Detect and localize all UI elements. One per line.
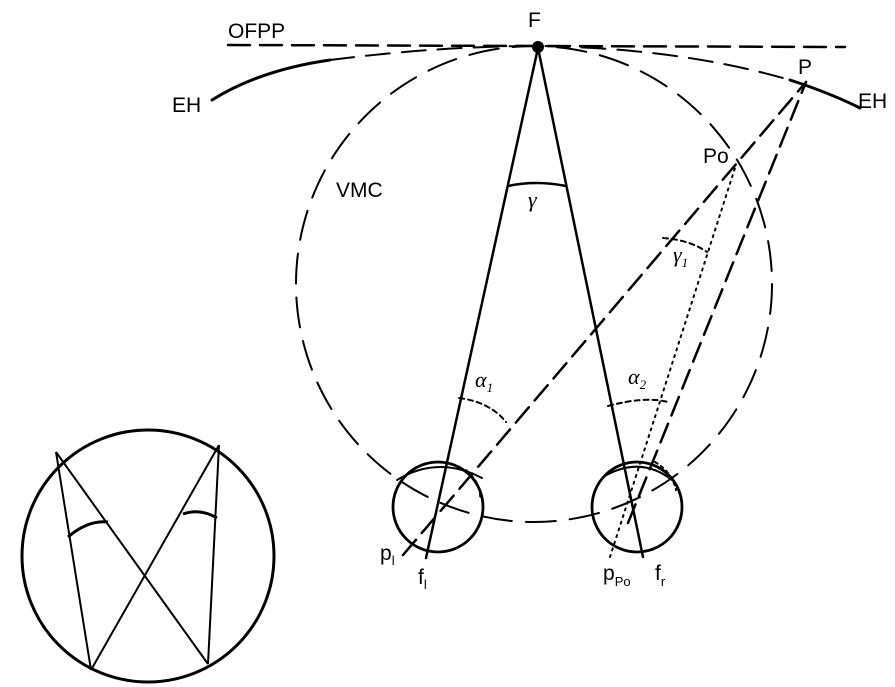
- fl-sub: l: [424, 577, 427, 592]
- right-eye-dots: [654, 461, 677, 491]
- right-eye: [590, 460, 684, 554]
- f-label: F: [528, 9, 541, 32]
- left-eye: [391, 460, 485, 554]
- gamma1-sub: 1: [682, 255, 689, 270]
- gamma1-label: γ1: [673, 242, 688, 270]
- left-eye-dots: [465, 469, 482, 501]
- inset-circle: [20, 428, 276, 684]
- gamma1-arc: [662, 237, 708, 253]
- alpha1-label: α1: [475, 367, 493, 395]
- inset-line-3: [90, 444, 220, 671]
- inset-diagram: [20, 428, 276, 684]
- inset-line-1: [55, 451, 209, 665]
- alpha2-arc: [607, 398, 669, 407]
- inset-angle-arc-left: [67, 520, 109, 539]
- right-eye-arc: [602, 465, 673, 481]
- right-line-to-po: [609, 167, 736, 558]
- ofpp-label: OFPP: [228, 20, 285, 43]
- inset-angle-arc-right: [182, 510, 218, 520]
- inset-line-4: [207, 444, 220, 665]
- fl-main: f: [418, 566, 424, 589]
- right-line-to-p: [626, 80, 808, 525]
- eh-label-right: EH: [858, 90, 887, 113]
- alpha2-label: α2: [628, 364, 647, 392]
- alpha1-arc: [458, 397, 507, 423]
- pl-sub: l: [392, 553, 395, 568]
- ppo-main: p: [603, 562, 615, 585]
- p-label: P: [798, 56, 812, 79]
- fr-label: fr: [655, 562, 666, 589]
- left-eye-arc: [396, 466, 483, 481]
- left-line-to-p: [401, 80, 808, 557]
- left-visual-axis: [424, 46, 540, 560]
- ppo-sub: Po: [615, 574, 631, 589]
- gamma1-main: γ: [673, 242, 683, 267]
- inset-line-2: [55, 451, 92, 671]
- gamma-arc: [506, 181, 568, 188]
- pl-main: p: [380, 542, 392, 565]
- alpha1-main: α: [475, 367, 487, 392]
- gamma-label: γ: [528, 187, 538, 212]
- fr-main: f: [655, 562, 661, 585]
- ppo-label: pPo: [603, 562, 631, 589]
- fixation-point-dot: [532, 41, 544, 53]
- right-visual-axis: [536, 46, 645, 559]
- alpha2-sub: 2: [640, 377, 647, 392]
- pl-label: pl: [380, 542, 395, 568]
- vmc-circle: [295, 45, 773, 523]
- fr-sub: r: [661, 574, 666, 589]
- eh-arc-dashed: [329, 44, 791, 81]
- eh-label-left: EH: [172, 94, 201, 117]
- eh-arc-right: [788, 78, 862, 110]
- eh-arc-left: [210, 58, 332, 102]
- po-label: Po: [703, 145, 729, 168]
- alpha2-main: α: [628, 364, 640, 389]
- vmc-label: VMC: [336, 179, 383, 202]
- alpha1-sub: 1: [487, 380, 494, 395]
- fl-label: fl: [418, 566, 427, 592]
